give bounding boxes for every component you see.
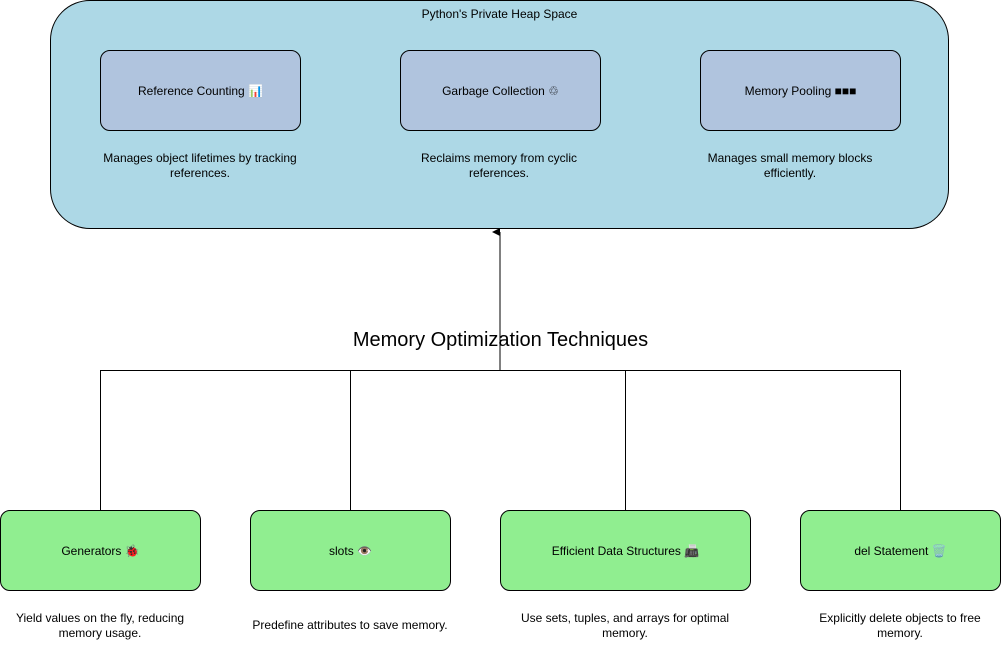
del-statement-label: del Statement 🗑️ — [854, 543, 947, 558]
efficient-data-structures-box[interactable]: Efficient Data Structures 📠 — [500, 510, 751, 591]
reference-counting-box[interactable]: Reference Counting 📊 — [100, 50, 301, 131]
del-statement-box[interactable]: del Statement 🗑️ — [800, 510, 1001, 591]
reference-counting-desc: Manages object lifetimes by tracking ref… — [103, 151, 297, 180]
garbage-collection-label: Garbage Collection ♲ — [442, 83, 559, 98]
reference-counting-label: Reference Counting 📊 — [137, 83, 263, 98]
techniques-heading: Memory Optimization Techniques — [352, 329, 649, 351]
garbage-collection-box[interactable]: Garbage Collection ♲ — [400, 50, 601, 131]
memory-pooling-label: Memory Pooling ■■■ — [744, 83, 857, 98]
memory-pooling-desc: Manages small memory blocks efficiently. — [707, 151, 873, 180]
generators-label: Generators 🐞 — [61, 543, 140, 558]
heap-title: Python's Private Heap Space — [421, 7, 578, 21]
garbage-collection-desc: Reclaims memory from cyclic references. — [420, 151, 577, 180]
generators-box[interactable]: Generators 🐞 — [0, 510, 201, 591]
generators-desc: Yield values on the fly, reducing memory… — [15, 611, 185, 640]
slots-label: slots 👁️ — [329, 543, 372, 558]
del-statement-desc: Explicitly delete objects to free memory… — [819, 611, 981, 640]
slots-desc: Predefine attributes to save memory. — [252, 618, 448, 632]
efficient-data-structures-label: Efficient Data Structures 📠 — [551, 543, 700, 558]
efficient-data-structures-desc: Use sets, tuples, and arrays for optimal… — [520, 611, 730, 640]
memory-pooling-box[interactable]: Memory Pooling ■■■ — [700, 50, 901, 131]
slots-box[interactable]: slots 👁️ — [250, 510, 451, 591]
